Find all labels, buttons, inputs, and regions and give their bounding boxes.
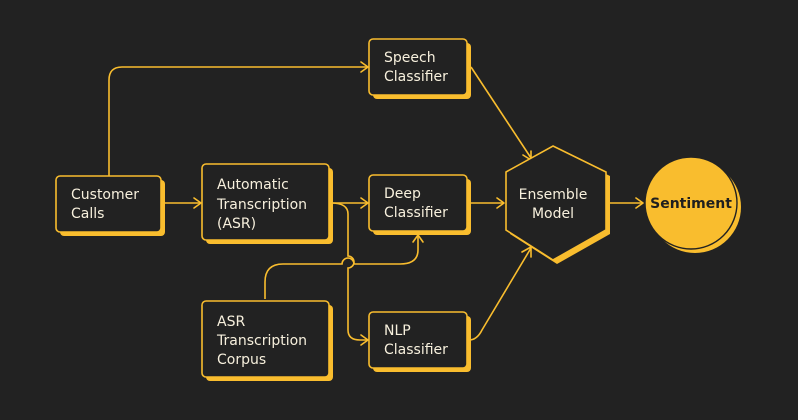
arrowhead-deep-ensemble [496,197,505,209]
edge-calls-to-speech [108,66,367,176]
label-corpus-3: Corpus [217,352,266,368]
edge-corpus-to-deep [264,236,419,299]
label-deep-1: Deep [384,186,421,202]
label-sentiment: Sentiment [650,196,732,212]
label-ensemble-1: Ensemble [519,187,588,203]
node-customer-calls: Customer Calls [55,175,165,236]
edge-speech-to-ensemble [470,66,532,159]
label-ensemble-2: Model [532,206,574,222]
arrowhead-speech [360,61,369,73]
node-asr: Automatic Transcription (ASR) [201,163,333,244]
label-asr-3: (ASR) [217,216,256,232]
arrowhead-asr [193,197,202,209]
node-asr-corpus: ASR Transcription Corpus [201,300,333,381]
node-ensemble-model: Ensemble Model [505,145,610,264]
node-sentiment: Sentiment [644,156,741,253]
arrowhead-nlp [360,334,369,346]
label-corpus-1: ASR [217,314,245,330]
label-speech-1: Speech [384,50,436,66]
edge-asr-to-nlp [330,202,367,341]
edge-nlp-to-ensemble [468,247,532,341]
label-customer-calls-2: Calls [71,206,104,222]
label-asr-2: Transcription [216,197,307,213]
node-nlp-classifier: NLP Classifier [368,311,471,372]
label-corpus-2: Transcription [216,333,307,349]
label-nlp-2: Classifier [384,342,448,358]
label-deep-2: Classifier [384,205,448,221]
label-nlp-1: NLP [384,323,411,339]
node-speech-classifier: Speech Classifier [368,38,471,99]
arrowhead-deep [360,197,369,209]
label-asr-1: Automatic [217,177,289,193]
arrowhead-sentiment [635,197,644,209]
label-customer-calls-1: Customer [71,187,139,203]
label-speech-2: Classifier [384,69,448,85]
node-deep-classifier: Deep Classifier [368,174,471,235]
